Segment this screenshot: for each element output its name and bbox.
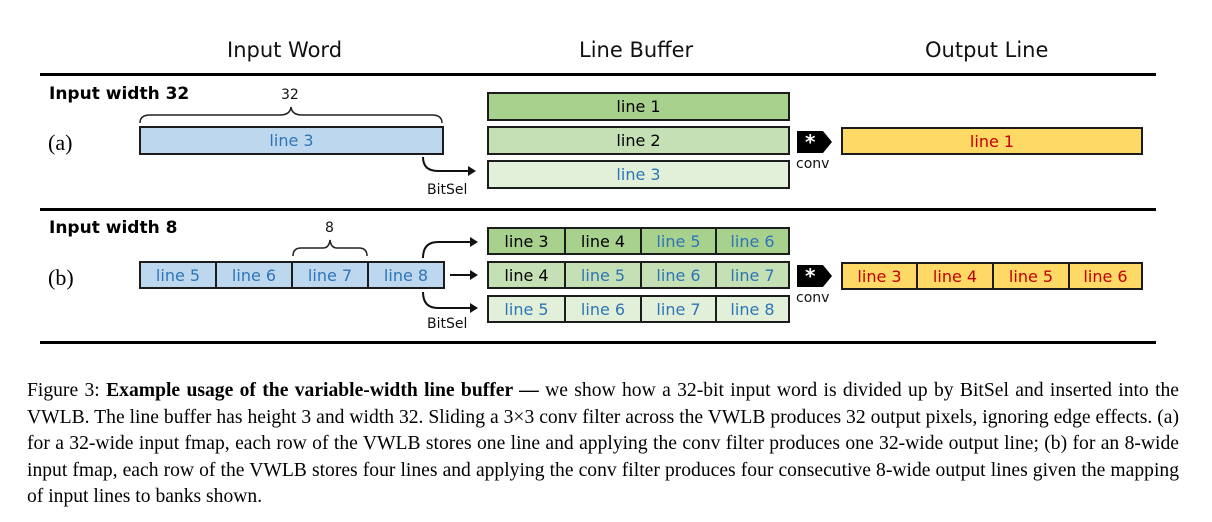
panel-a-buffer-row-1: line 1 [487, 92, 790, 121]
panel-a-conv-label: conv [796, 156, 830, 172]
panel-a-label: (a) [48, 130, 73, 155]
panel-a-bitsel-arrow [422, 156, 476, 176]
header-output-line: Output Line [925, 38, 1049, 62]
panel-a-bitsel-label: BitSel [427, 182, 468, 198]
panel-b-buffer-r3-c4: line 8 [715, 295, 790, 323]
panel-b-buffer-r1-c4: line 6 [715, 227, 790, 255]
panel-b-buffer-r2-c4: line 7 [715, 261, 790, 289]
panel-b-input-cell-2: line 6 [215, 261, 293, 289]
panel-b-brace [292, 239, 368, 257]
panel-b-buffer-r2-c3: line 6 [640, 261, 717, 289]
panel-b-input-cell-4: line 8 [367, 261, 445, 289]
panel-b-buffer-r2-c1: line 4 [487, 261, 566, 289]
panel-a-buffer-row-2: line 2 [487, 126, 790, 155]
top-rule [40, 73, 1156, 76]
panel-a-brace-label: 32 [281, 87, 299, 103]
middle-rule [40, 208, 1156, 211]
panel-b-buffer-r3-c2: line 6 [564, 295, 642, 323]
bottom-rule [40, 341, 1156, 344]
panel-a-output-cell: line 1 [841, 127, 1143, 155]
panel-b-buffer-r3-c3: line 7 [640, 295, 717, 323]
panel-a-brace [139, 106, 443, 124]
panel-a-conv-symbol: * [805, 130, 816, 154]
caption-lead: Figure 3: [27, 380, 107, 401]
figure-caption: Figure 3: Example usage of the variable-… [27, 378, 1179, 511]
panel-b-buffer-r1-c3: line 5 [640, 227, 717, 255]
header-line-buffer: Line Buffer [579, 38, 694, 62]
panel-b-output-cell-1: line 3 [841, 262, 918, 290]
panel-b-buffer-r1-c1: line 3 [487, 227, 566, 255]
panel-b-bitsel-label: BitSel [427, 316, 468, 332]
panel-b-output-cell-3: line 5 [992, 262, 1070, 290]
panel-b-buffer-r1-c2: line 4 [564, 227, 642, 255]
panel-b-conv-icon [797, 265, 832, 287]
panel-b-brace-label: 8 [325, 220, 334, 236]
panel-b-conv-label: conv [796, 290, 830, 306]
panel-a-buffer-row-3: line 3 [487, 160, 790, 189]
panel-b-conv-symbol: * [805, 264, 816, 288]
panel-a-conv-icon [797, 131, 832, 153]
panel-a-input-cell: line 3 [139, 126, 444, 155]
panel-b-input-cell-1: line 5 [139, 261, 217, 289]
panel-b-output-cell-4: line 6 [1068, 262, 1143, 290]
panel-b-output-cell-2: line 4 [916, 262, 994, 290]
panel-b-input-cell-3: line 7 [291, 261, 369, 289]
panel-b-buffer-r2-c2: line 5 [564, 261, 642, 289]
header-input-word: Input Word [227, 38, 343, 62]
panel-b-label: (b) [48, 265, 74, 290]
caption-body: we show how a 32-bit input word is divid… [27, 380, 1180, 507]
panel-a-title: Input width 32 [49, 84, 190, 104]
panel-b-buffer-r3-c1: line 5 [487, 295, 566, 323]
panel-b-bitsel-arrows [422, 237, 478, 313]
caption-bold: Example usage of the variable-width line… [106, 380, 539, 401]
panel-b-title: Input width 8 [49, 218, 178, 238]
